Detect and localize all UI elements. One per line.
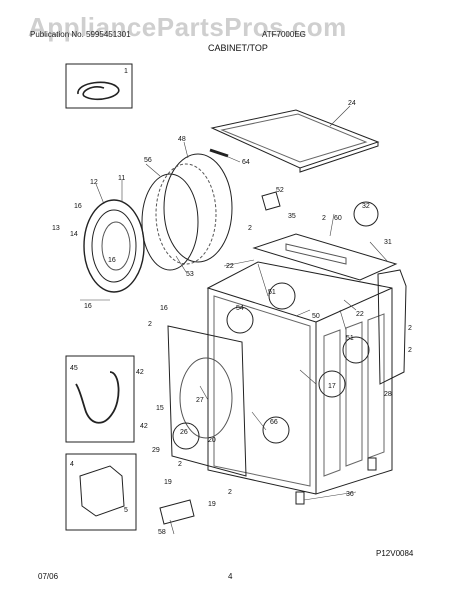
callout-32: 32 bbox=[362, 203, 370, 210]
detail-circle-26 bbox=[172, 422, 200, 450]
accessory-box-45 bbox=[65, 355, 135, 443]
front-panel-drawing bbox=[167, 325, 247, 477]
callout-36: 36 bbox=[346, 491, 354, 498]
part-52-drawing bbox=[261, 191, 281, 211]
callout-28: 28 bbox=[384, 391, 392, 398]
callout-48: 48 bbox=[178, 136, 186, 143]
model-number: ATF7000EG bbox=[262, 30, 306, 39]
callout-2-g: 2 bbox=[408, 347, 412, 354]
detail-circle-32 bbox=[353, 201, 379, 227]
callout-16-c: 16 bbox=[84, 303, 92, 310]
top-frame-drawing bbox=[252, 233, 398, 281]
callout-19-b: 19 bbox=[208, 501, 216, 508]
callout-53: 53 bbox=[186, 271, 194, 278]
callout-54: 54 bbox=[236, 305, 244, 312]
publication-number: Publication No. 5995451301 bbox=[30, 30, 131, 39]
callout-31: 31 bbox=[384, 239, 392, 246]
detail-circle-66 bbox=[262, 416, 290, 444]
door-drawing bbox=[83, 199, 145, 293]
callout-14: 14 bbox=[70, 231, 78, 238]
callout-22-b: 22 bbox=[356, 311, 364, 318]
callout-50: 50 bbox=[312, 313, 320, 320]
callout-4: 4 bbox=[70, 461, 74, 468]
detail-circle-17 bbox=[318, 370, 346, 398]
callout-45: 45 bbox=[70, 365, 78, 372]
callout-16-d: 16 bbox=[160, 305, 168, 312]
callout-22-a: 22 bbox=[226, 263, 234, 270]
callout-15: 15 bbox=[156, 405, 164, 412]
callout-2-f: 2 bbox=[228, 489, 232, 496]
callout-16-a: 16 bbox=[74, 203, 82, 210]
top-panel-drawing bbox=[210, 109, 380, 169]
detail-circle-51a bbox=[268, 282, 296, 310]
bracket-drawing bbox=[79, 465, 125, 517]
drain-hose-drawing bbox=[75, 371, 120, 424]
detail-circle-51b bbox=[342, 336, 370, 364]
callout-20: 20 bbox=[208, 437, 216, 444]
callout-60: 60 bbox=[334, 215, 342, 222]
callout-19-a: 19 bbox=[164, 479, 172, 486]
cabinet-drawing bbox=[206, 261, 393, 495]
callout-1: 1 bbox=[124, 68, 128, 75]
footer-page-number: 4 bbox=[228, 572, 233, 581]
hose-coil-drawing bbox=[77, 81, 120, 101]
callout-11: 11 bbox=[118, 175, 125, 182]
callout-2-b: 2 bbox=[322, 215, 326, 222]
callout-2-c: 2 bbox=[148, 321, 152, 328]
callout-42-a: 42 bbox=[136, 369, 144, 376]
side-panel-drawing bbox=[377, 269, 407, 385]
accessory-box-4 bbox=[65, 453, 137, 531]
callout-2-a: 2 bbox=[248, 225, 252, 232]
leveling-feet-drawing bbox=[295, 457, 377, 505]
callout-51-b: 51 bbox=[346, 335, 354, 342]
callout-66: 66 bbox=[270, 419, 278, 426]
kick-plate-drawing bbox=[159, 499, 195, 525]
callout-24: 24 bbox=[348, 100, 356, 107]
tub-drawing bbox=[163, 153, 233, 263]
callout-17: 17 bbox=[328, 383, 336, 390]
section-title: CABINET/TOP bbox=[208, 43, 268, 53]
callout-51-a: 51 bbox=[268, 289, 276, 296]
callout-5: 5 bbox=[124, 507, 128, 514]
callout-26: 26 bbox=[180, 429, 188, 436]
callout-29: 29 bbox=[152, 447, 160, 454]
callout-56: 56 bbox=[144, 157, 152, 164]
callout-2-d: 2 bbox=[408, 325, 412, 332]
callout-12: 12 bbox=[90, 179, 98, 186]
footer-date: 07/06 bbox=[38, 572, 59, 581]
site-watermark: AppliancePartsPros.com bbox=[28, 12, 347, 42]
callout-16-b: 16 bbox=[108, 257, 116, 264]
diagram-code: P12V0084 bbox=[376, 549, 414, 558]
callout-58: 58 bbox=[158, 529, 166, 536]
callout-2-e: 2 bbox=[178, 461, 182, 468]
callout-27: 27 bbox=[196, 397, 204, 404]
detail-circle-54 bbox=[226, 306, 254, 334]
callout-13: 13 bbox=[52, 225, 60, 232]
callout-64: 64 bbox=[242, 159, 250, 166]
callout-52: 52 bbox=[276, 187, 284, 194]
callout-42-b: 42 bbox=[140, 423, 148, 430]
accessory-box-1 bbox=[65, 63, 133, 109]
callout-35: 35 bbox=[288, 213, 296, 220]
